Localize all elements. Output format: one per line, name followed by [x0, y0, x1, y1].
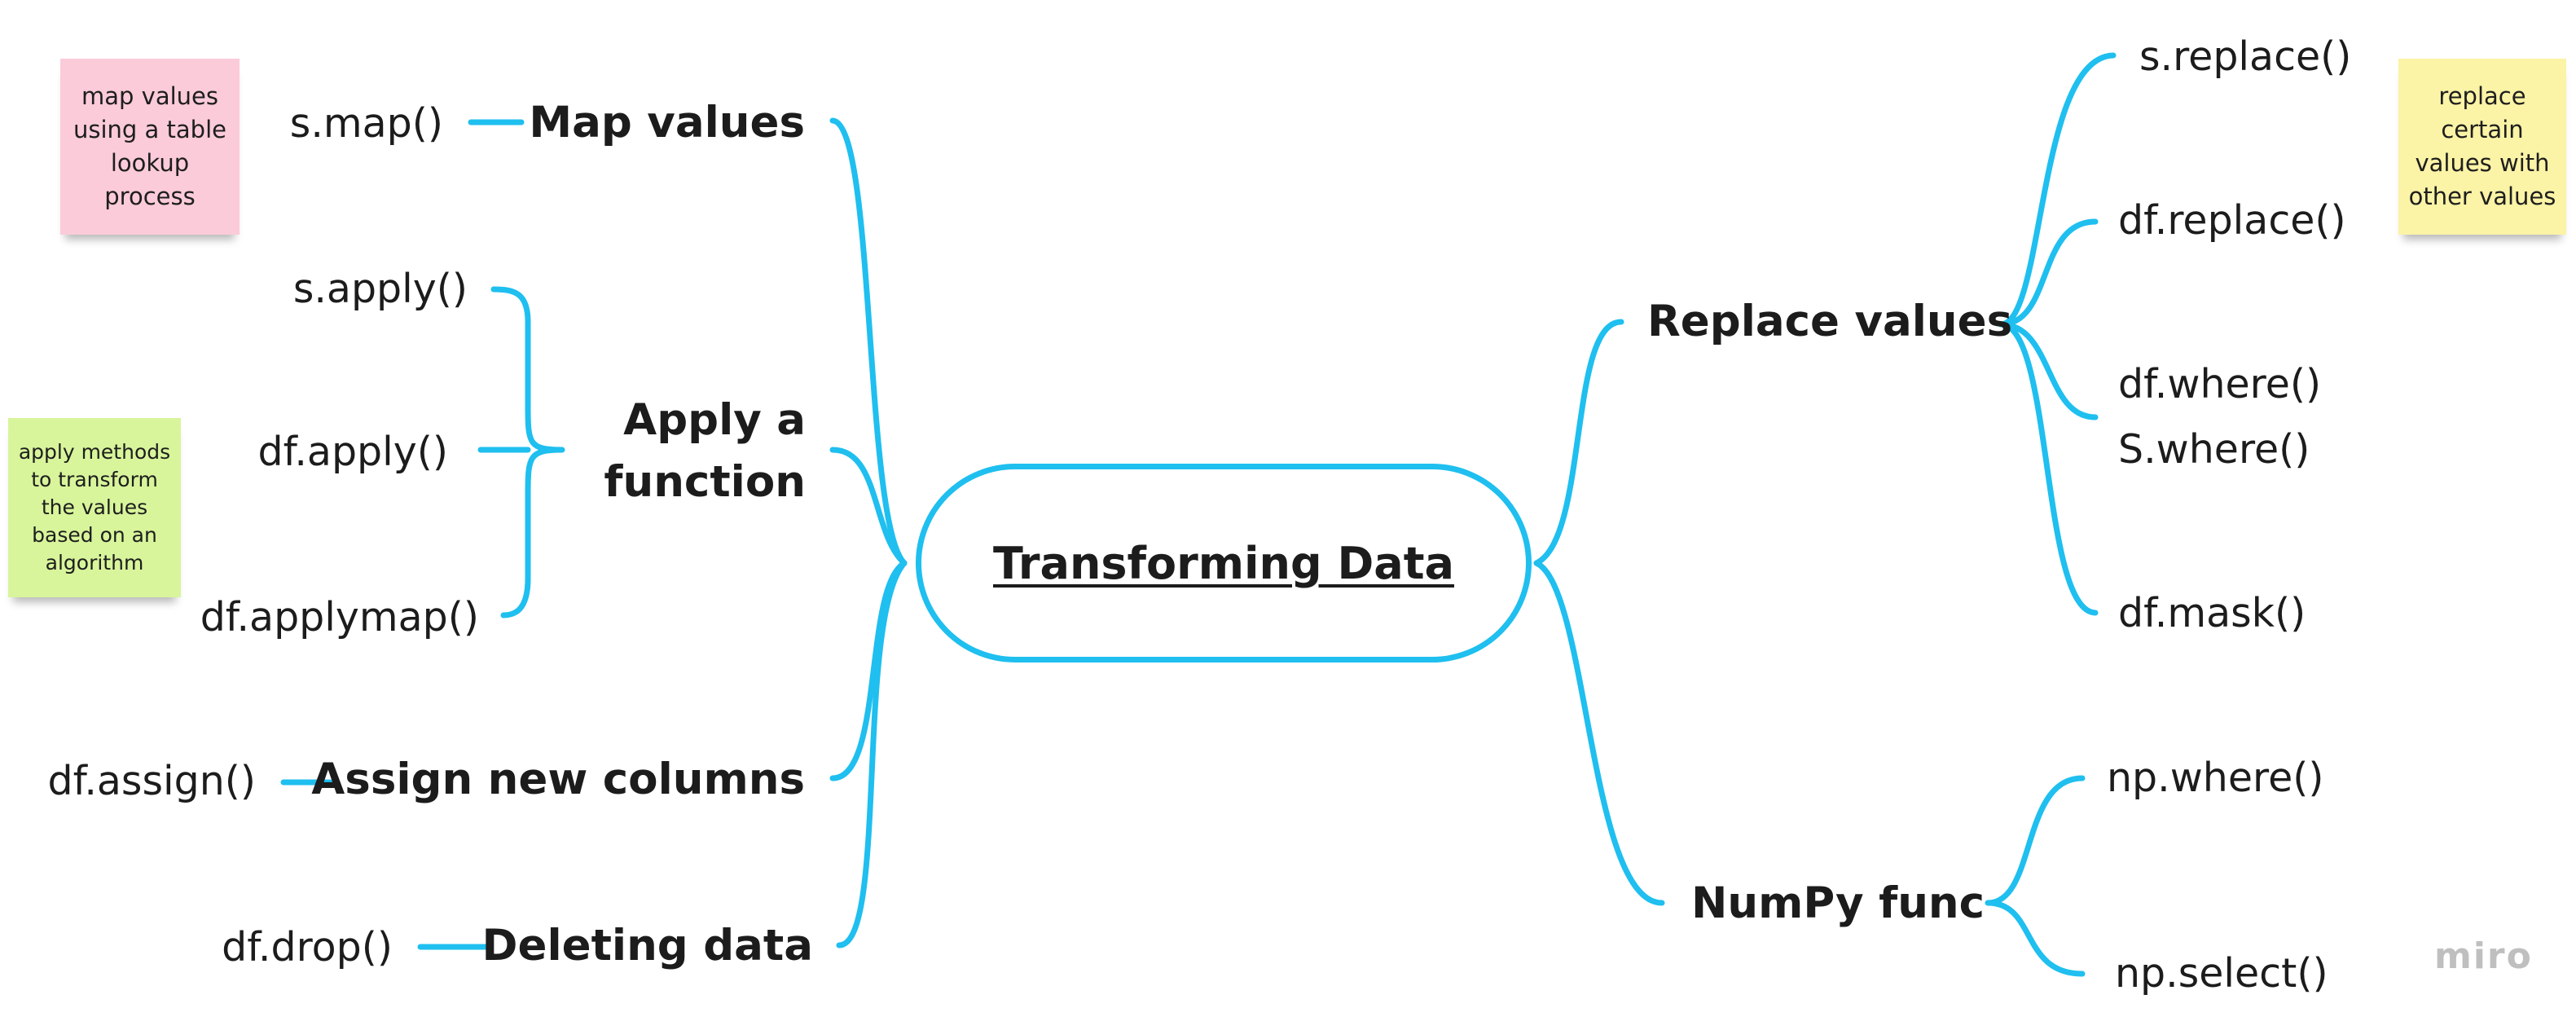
np-select-method[interactable]: np.select(): [2115, 950, 2328, 997]
df-mask-method[interactable]: df.mask(): [2118, 590, 2306, 636]
sticky-note-replace-line: other values: [2408, 183, 2556, 210]
sticky-note-map[interactable]: map values using a table lookup process: [60, 59, 240, 235]
df-apply-method[interactable]: df.apply(): [257, 429, 448, 475]
np-where-method[interactable]: np.where(): [2107, 755, 2324, 801]
sticky-note-apply-line: to transform: [31, 468, 158, 491]
connector-replace-1: [1998, 52, 2117, 328]
connector-center-replace: [1533, 319, 1624, 566]
sticky-note-apply-line: apply methods: [18, 440, 171, 464]
df-where-method[interactable]: df.where(): [2118, 361, 2322, 407]
connector-apply-brace: [477, 286, 565, 618]
sticky-note-apply-line: based on an: [32, 523, 157, 547]
connector-center-apply: [829, 447, 908, 566]
replace-values-heading[interactable]: Replace values: [1647, 297, 2013, 346]
central-topic[interactable]: Transforming Data: [916, 464, 1532, 662]
sticky-note-replace[interactable]: replace certain values with other values: [2398, 59, 2566, 235]
connector-replace-4: [1998, 321, 2099, 616]
connector-numpy-brace: [1985, 775, 2086, 977]
connector-center-assign: [829, 560, 908, 781]
sticky-note-replace-line: certain: [2441, 116, 2524, 143]
sticky-note-apply-line: algorithm: [45, 551, 144, 574]
apply-function-heading-line2[interactable]: function: [604, 457, 806, 507]
sticky-note-apply[interactable]: apply methods to transform the values ba…: [8, 418, 181, 597]
connector-center-map: [829, 117, 908, 566]
connector-replace-2: [1998, 218, 2099, 328]
df-replace-method[interactable]: df.replace(): [2118, 197, 2346, 244]
df-applymap-method[interactable]: df.applymap(): [200, 594, 479, 640]
connector-center-numpy: [1533, 560, 1665, 906]
s-map-method[interactable]: s.map(): [289, 100, 443, 147]
connector-center-delete: [836, 560, 908, 949]
sticky-note-replace-line: replace: [2438, 82, 2526, 110]
sticky-note-map-line: using a table: [73, 116, 226, 143]
sticky-note-map-line: process: [104, 183, 196, 210]
miro-watermark: miro: [2434, 935, 2533, 977]
deleting-data-heading[interactable]: Deleting data: [481, 921, 813, 971]
map-values-heading[interactable]: Map values: [529, 98, 805, 147]
sticky-note-map-line: map values: [81, 82, 218, 110]
sticky-note-apply-line: the values: [41, 495, 148, 519]
sticky-note-replace-line: values with: [2415, 149, 2550, 177]
df-drop-method[interactable]: df.drop(): [222, 924, 393, 971]
sticky-note-map-line: lookup: [110, 149, 190, 177]
df-assign-method[interactable]: df.assign(): [47, 758, 256, 804]
connector-replace-3: [1998, 321, 2099, 420]
s-replace-method[interactable]: s.replace(): [2139, 33, 2352, 80]
s-where-method[interactable]: S.where(): [2118, 426, 2310, 473]
central-topic-title: Transforming Data: [993, 537, 1454, 589]
assign-columns-heading[interactable]: Assign new columns: [311, 755, 805, 804]
s-apply-method[interactable]: s.apply(): [292, 266, 468, 312]
apply-function-heading-line1[interactable]: Apply a: [623, 395, 806, 445]
numpy-func-heading[interactable]: NumPy func: [1691, 878, 1985, 928]
